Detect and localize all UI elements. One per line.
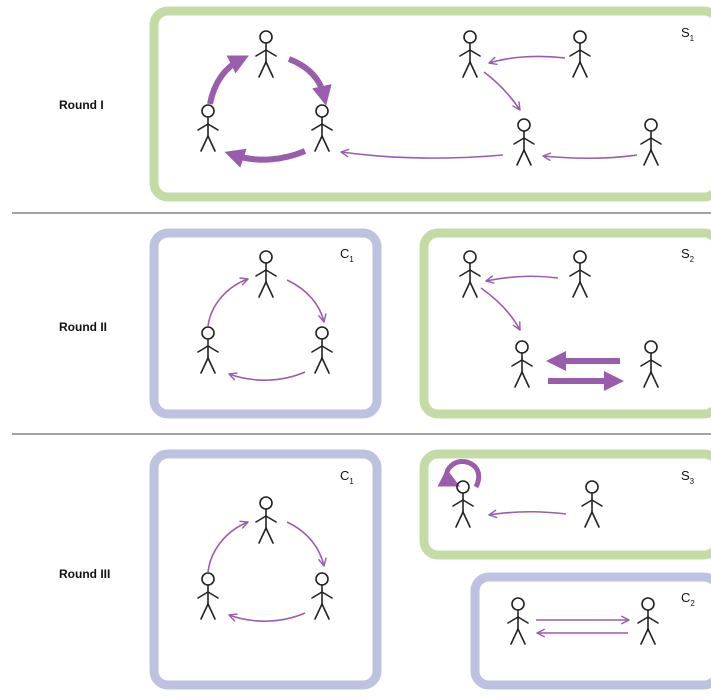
person-figure bbox=[197, 572, 219, 620]
svg-text:C1: C1 bbox=[340, 468, 354, 486]
box-name: S bbox=[681, 25, 690, 40]
round-2-label: Round II bbox=[59, 320, 107, 334]
flow-arrow bbox=[340, 148, 504, 159]
person-figure bbox=[637, 597, 659, 645]
cycle-arrow bbox=[228, 612, 306, 622]
person-figure bbox=[255, 250, 277, 298]
round-3-cycle-box-c2: C2 bbox=[470, 572, 711, 690]
person-figure bbox=[459, 30, 481, 78]
person-figure bbox=[513, 118, 535, 166]
person-figure bbox=[569, 30, 591, 78]
flow-arrow bbox=[483, 71, 521, 111]
svg-text:S1: S1 bbox=[681, 25, 695, 43]
round-1-state-box-s1: S1 bbox=[149, 6, 711, 202]
round-3-state-box-s3: S3 bbox=[419, 449, 711, 560]
person-figure bbox=[569, 250, 591, 298]
box-name: C bbox=[340, 468, 349, 483]
box-name: S bbox=[681, 246, 690, 261]
flow-arrow bbox=[488, 509, 567, 519]
box-subscript: 1 bbox=[349, 255, 354, 264]
cycle-arrow bbox=[286, 279, 327, 323]
person-figure bbox=[255, 30, 277, 78]
person-figure bbox=[255, 496, 277, 544]
person-figure bbox=[511, 340, 533, 388]
round-2-state-arrows bbox=[480, 275, 624, 391]
cycle-arrow bbox=[224, 148, 307, 168]
cycle-arrow bbox=[287, 56, 332, 106]
round-3-cycle-box-c1: C1 bbox=[149, 449, 382, 690]
flow-arrow bbox=[542, 152, 638, 161]
people-layer bbox=[197, 30, 662, 645]
person-figure bbox=[640, 340, 662, 388]
self-loop-arrow bbox=[437, 459, 482, 489]
round-2-cycle-arrows bbox=[207, 277, 327, 381]
box-name: C bbox=[340, 246, 349, 261]
box-subscript: 2 bbox=[690, 255, 695, 264]
flow-arrow bbox=[488, 55, 566, 66]
svg-text:S3: S3 bbox=[681, 468, 695, 486]
person-figure bbox=[507, 597, 529, 645]
box-subscript: 1 bbox=[690, 34, 695, 43]
person-figure bbox=[459, 250, 481, 298]
box-subscript: 1 bbox=[349, 477, 354, 486]
box-name: S bbox=[681, 468, 690, 483]
cycle-arrow bbox=[286, 521, 327, 567]
svg-text:S2: S2 bbox=[681, 246, 695, 264]
box-subscript: 3 bbox=[690, 477, 695, 486]
svg-text:C1: C1 bbox=[340, 246, 354, 264]
person-figure bbox=[311, 104, 333, 152]
round-1-label: Round I bbox=[59, 98, 104, 112]
cycle-arrow bbox=[207, 520, 249, 573]
round-2-cycle-box-c1: C1 bbox=[149, 228, 382, 419]
box-subscript: 2 bbox=[690, 599, 695, 608]
round-2-state-box-s2: S2 bbox=[419, 228, 711, 419]
round-3-pair-arrows bbox=[536, 615, 630, 638]
svg-text:C2: C2 bbox=[681, 590, 695, 608]
cycle-arrow bbox=[207, 55, 249, 105]
flow-arrow bbox=[480, 287, 521, 331]
cycle-arrow bbox=[207, 277, 249, 327]
flow-arrow bbox=[485, 275, 559, 284]
round-1-cycle-arrows bbox=[207, 55, 332, 168]
person-figure bbox=[197, 104, 219, 152]
round-3-cycle-arrows bbox=[207, 520, 327, 622]
person-figure bbox=[311, 572, 333, 620]
box-name: C bbox=[681, 590, 690, 605]
person-figure bbox=[197, 326, 219, 374]
round-3-label: Round III bbox=[59, 567, 110, 581]
person-figure bbox=[311, 326, 333, 374]
person-figure bbox=[581, 480, 603, 528]
person-figure bbox=[452, 480, 474, 528]
round-3-state-arrows bbox=[437, 459, 567, 519]
person-figure bbox=[640, 118, 662, 166]
cycle-arrow bbox=[228, 371, 306, 381]
round-1-chain-arrows bbox=[340, 55, 638, 161]
